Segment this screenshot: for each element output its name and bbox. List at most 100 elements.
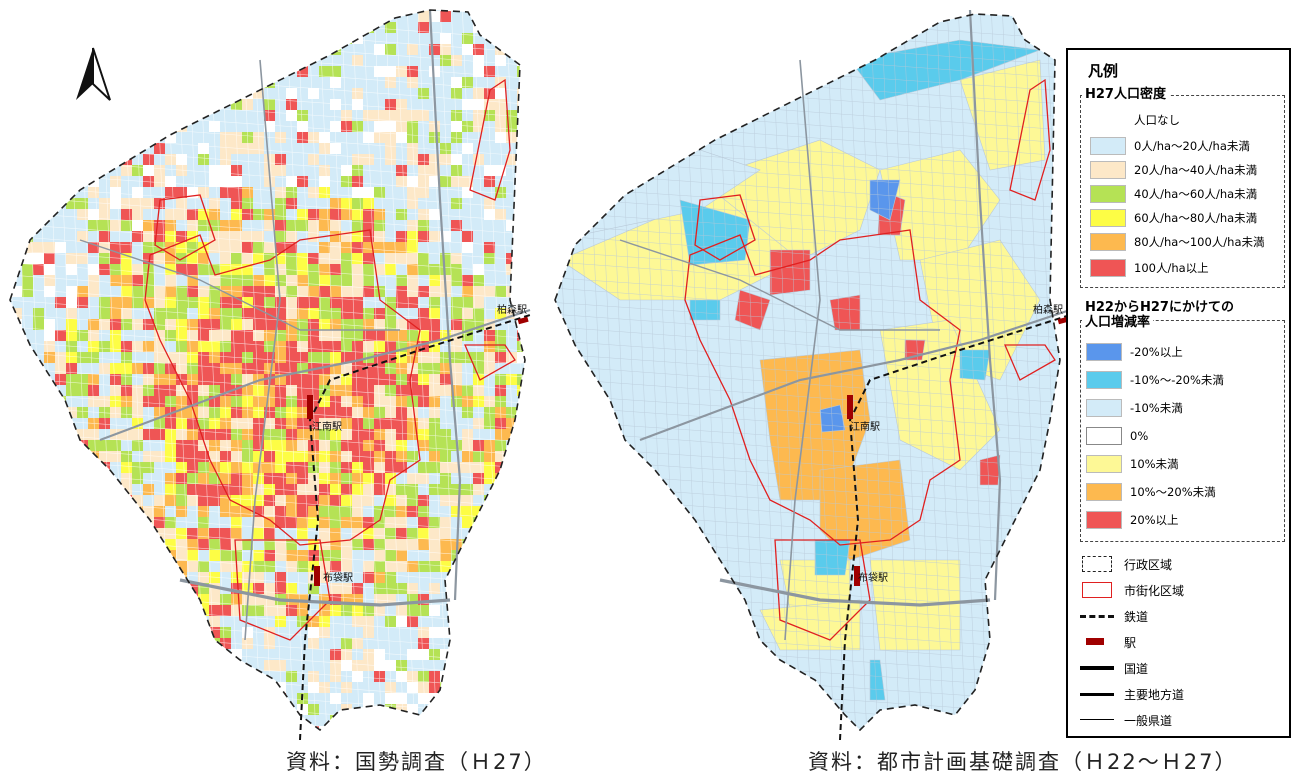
- density-cell: [55, 627, 66, 638]
- density-cell: [286, 715, 297, 726]
- density-cell: [330, 528, 341, 539]
- density-cell: [209, 33, 220, 44]
- density-cell: [143, 275, 154, 286]
- density-cell: [143, 286, 154, 297]
- street-line: [555, 429, 1060, 470]
- density-cell: [396, 440, 407, 451]
- density-cell: [374, 451, 385, 462]
- density-cell: [517, 638, 525, 649]
- density-cell: [506, 462, 517, 473]
- density-cell: [506, 539, 517, 550]
- density-cell: [66, 319, 77, 330]
- density-cell: [209, 704, 220, 715]
- density-cell: [330, 605, 341, 616]
- density-cell: [143, 737, 154, 748]
- density-cell: [55, 44, 66, 55]
- street-line: [924, 14, 956, 730]
- density-cell: [385, 616, 396, 627]
- density-cell: [77, 616, 88, 627]
- density-cell: [242, 385, 253, 396]
- density-cell: [44, 132, 55, 143]
- density-cell: [440, 264, 451, 275]
- density-cell: [121, 550, 132, 561]
- street-line: [208, 10, 240, 730]
- density-cell: [10, 407, 11, 418]
- density-cell: [396, 418, 407, 429]
- density-cell: [209, 649, 220, 660]
- density-cell: [165, 363, 176, 374]
- density-cell: [418, 99, 429, 110]
- density-cell: [165, 10, 176, 11]
- density-cell: [77, 737, 88, 748]
- density-cell: [517, 561, 525, 572]
- density-cell: [187, 462, 198, 473]
- density-cell: [341, 286, 352, 297]
- density-cell: [473, 715, 484, 726]
- density-cell: [242, 286, 253, 297]
- density-cell: [297, 429, 308, 440]
- density-cell: [33, 187, 44, 198]
- density-cell: [209, 330, 220, 341]
- density-cell: [187, 715, 198, 726]
- density-cell: [528, 616, 539, 627]
- density-cell: [506, 143, 517, 154]
- density-cell: [143, 506, 154, 517]
- density-cell: [176, 66, 187, 77]
- density-cell: [231, 572, 242, 583]
- density-cell: [451, 165, 462, 176]
- density-cell: [22, 33, 33, 44]
- density-cell: [253, 352, 264, 363]
- density-cell: [352, 264, 363, 275]
- density-cell: [495, 429, 506, 440]
- density-cell: [385, 176, 396, 187]
- density-cell: [374, 143, 385, 154]
- density-cell: [407, 264, 418, 275]
- density-cell: [11, 550, 22, 561]
- density-cell: [297, 154, 308, 165]
- density-cell: [143, 121, 154, 132]
- density-cell: [363, 242, 374, 253]
- density-cell: [363, 451, 374, 462]
- density-cell: [418, 440, 429, 451]
- legend-prefectural-road: 一般県道: [1080, 710, 1172, 730]
- density-cell: [176, 627, 187, 638]
- density-cell: [220, 561, 231, 572]
- density-cell: [539, 187, 550, 198]
- density-cell: [165, 341, 176, 352]
- density-cell: [341, 660, 352, 671]
- density-cell: [22, 143, 33, 154]
- density-cell: [44, 165, 55, 176]
- density-cell: [209, 341, 220, 352]
- density-cell: [264, 352, 275, 363]
- density-cell: [143, 209, 154, 220]
- legend-urbanization-area: 市街化区域: [1080, 580, 1184, 600]
- density-cell: [154, 638, 165, 649]
- density-cell: [220, 517, 231, 528]
- density-cell: [165, 440, 176, 451]
- density-cell: [154, 286, 165, 297]
- legend-national-road: 国道: [1080, 658, 1148, 678]
- density-cell: [22, 374, 33, 385]
- density-cell: [154, 275, 165, 286]
- density-cell: [484, 616, 495, 627]
- density-cell: [187, 528, 198, 539]
- street-line: [555, 286, 1060, 327]
- density-cell: [187, 209, 198, 220]
- density-cell: [209, 693, 220, 704]
- density-cell: [10, 550, 11, 561]
- density-cell: [33, 682, 44, 693]
- density-cell: [319, 627, 330, 638]
- density-cell: [517, 572, 525, 583]
- station-marker-hotei: [854, 566, 860, 586]
- density-cell: [297, 528, 308, 539]
- density-cell: [462, 451, 473, 462]
- density-cell: [88, 550, 99, 561]
- density-cell: [396, 297, 407, 308]
- density-cell: [165, 506, 176, 517]
- density-cell: [462, 561, 473, 572]
- urbanization-area: [469, 78, 511, 201]
- change-swatch: [1086, 371, 1122, 389]
- density-cell: [473, 297, 484, 308]
- density-cell: [341, 10, 352, 11]
